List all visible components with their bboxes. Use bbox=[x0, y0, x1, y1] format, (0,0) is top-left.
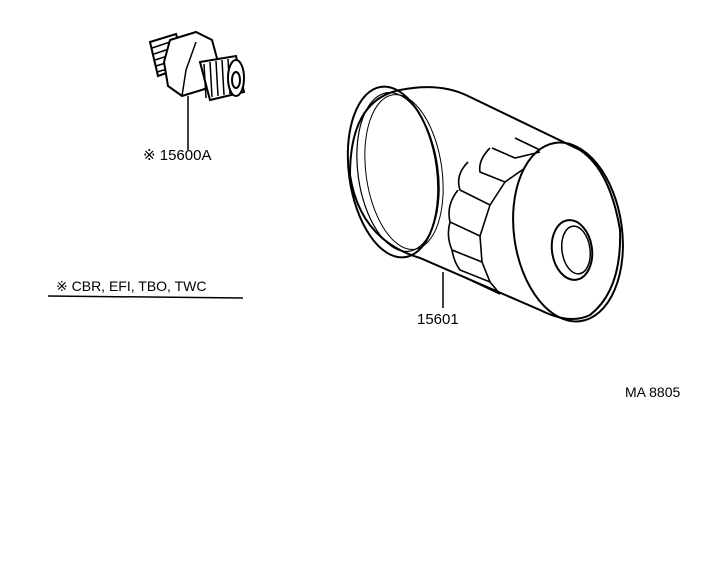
figure-code: MA 8805 bbox=[625, 384, 681, 400]
union-fitting-drawing bbox=[148, 30, 246, 150]
oil-filter-drawing bbox=[346, 85, 624, 323]
part-label-15601: 15601 bbox=[417, 311, 459, 328]
note-underline bbox=[47, 295, 244, 299]
applicability-note: ※ CBR, EFI, TBO, TWC bbox=[56, 278, 207, 294]
part-label-15600A: ※ 15600A bbox=[143, 147, 212, 164]
